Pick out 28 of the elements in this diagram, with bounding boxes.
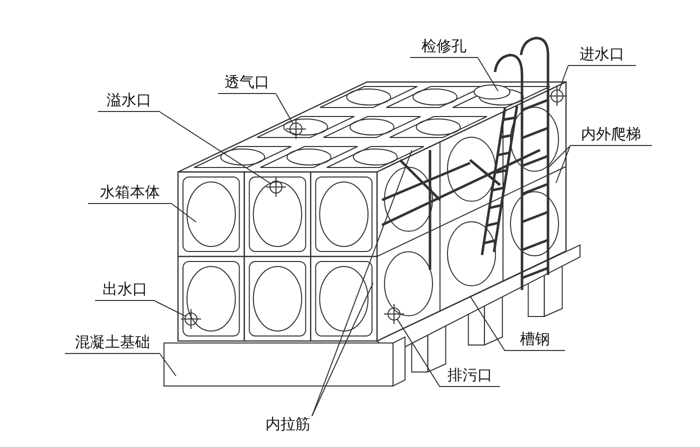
valve-icon (546, 85, 568, 107)
leader-line (172, 204, 196, 222)
leader-line (160, 354, 176, 376)
callout-label: 排污口 (440, 365, 500, 387)
callout-label: 水箱本体 (88, 182, 172, 204)
leader-line (154, 300, 186, 317)
leader-line (548, 146, 570, 168)
callout-label: 透气口 (218, 72, 276, 94)
valve-icon (285, 118, 307, 140)
leader-line (312, 282, 374, 416)
callout-label: 内拉筋 (260, 414, 316, 436)
callout-label: 内外爬梯 (570, 124, 652, 146)
callout-label: 进水口 (568, 44, 636, 66)
valve-icon (180, 308, 202, 330)
leader-line (558, 66, 568, 91)
leader-line (160, 112, 272, 184)
leader-line (396, 318, 440, 388)
leader-line (478, 58, 498, 92)
callout-label: 混凝土基础 (65, 332, 160, 354)
valve-icon (265, 176, 287, 198)
callout-label: 检修孔 (410, 36, 478, 58)
leader-line (312, 150, 412, 416)
callout-label: 槽钢 (505, 329, 565, 351)
leader-line (276, 94, 294, 124)
valve-icon (383, 303, 405, 325)
callout-label: 出水口 (95, 279, 155, 301)
leader-line (556, 146, 570, 184)
callout-label: 溢水口 (98, 90, 160, 112)
